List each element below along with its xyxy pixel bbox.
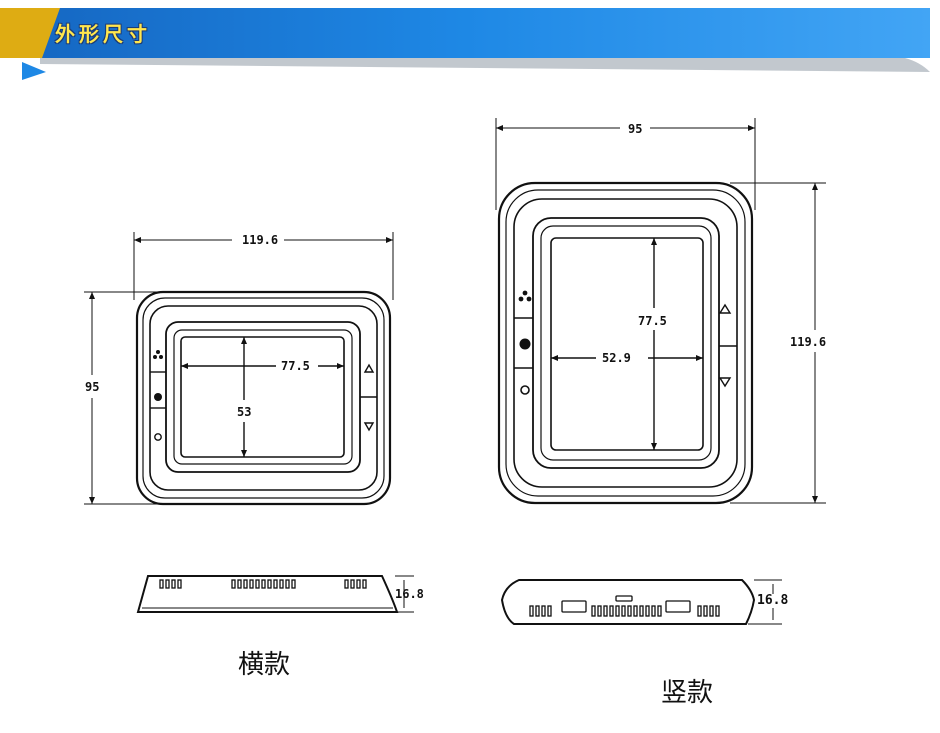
horizontal-screen-width-dim: 77.5 (281, 359, 310, 373)
horizontal-side-view (136, 575, 414, 613)
fan-icon (518, 290, 532, 302)
banner-arrow-icon (22, 62, 46, 80)
vertical-outer-dims (495, 118, 826, 504)
vertical-width-dim: 95 (628, 122, 642, 136)
power-icon (519, 338, 531, 350)
page-title: 外形尺寸 (55, 22, 151, 46)
horizontal-model-caption: 横款 (238, 650, 291, 680)
fan-icon (153, 350, 163, 359)
down-arrow-icon (363, 422, 375, 432)
banner-shadow (40, 58, 930, 72)
mode-icon (520, 385, 530, 395)
vertical-model-caption: 竖款 (661, 678, 714, 708)
vertical-front-view (497, 181, 754, 505)
horizontal-screen-height-dim: 53 (237, 405, 251, 419)
header-banner (0, 8, 930, 80)
dimension-drawing: 119.6 95 77.5 53 16.8 (84, 118, 826, 625)
vertical-screen-height-dim: 77.5 (638, 314, 667, 328)
vertical-side-view (500, 579, 782, 625)
up-arrow-icon (718, 303, 732, 314)
vertical-screen-width-dim: 52.9 (602, 351, 631, 365)
up-arrow-icon (363, 363, 375, 373)
horizontal-front-view (135, 290, 392, 506)
horizontal-height-dim: 95 (85, 380, 99, 394)
horizontal-width-dim: 119.6 (242, 233, 278, 247)
power-icon (154, 393, 162, 401)
banner-accent (0, 8, 60, 58)
down-arrow-icon (718, 377, 732, 388)
vertical-height-dim: 119.6 (790, 335, 826, 349)
vertical-thickness-dim: 16.8 (757, 593, 788, 608)
horizontal-outer-dims (84, 232, 394, 505)
banner-band (0, 8, 930, 58)
mode-icon (154, 433, 162, 441)
horizontal-thickness-dim: 16.8 (395, 587, 424, 601)
